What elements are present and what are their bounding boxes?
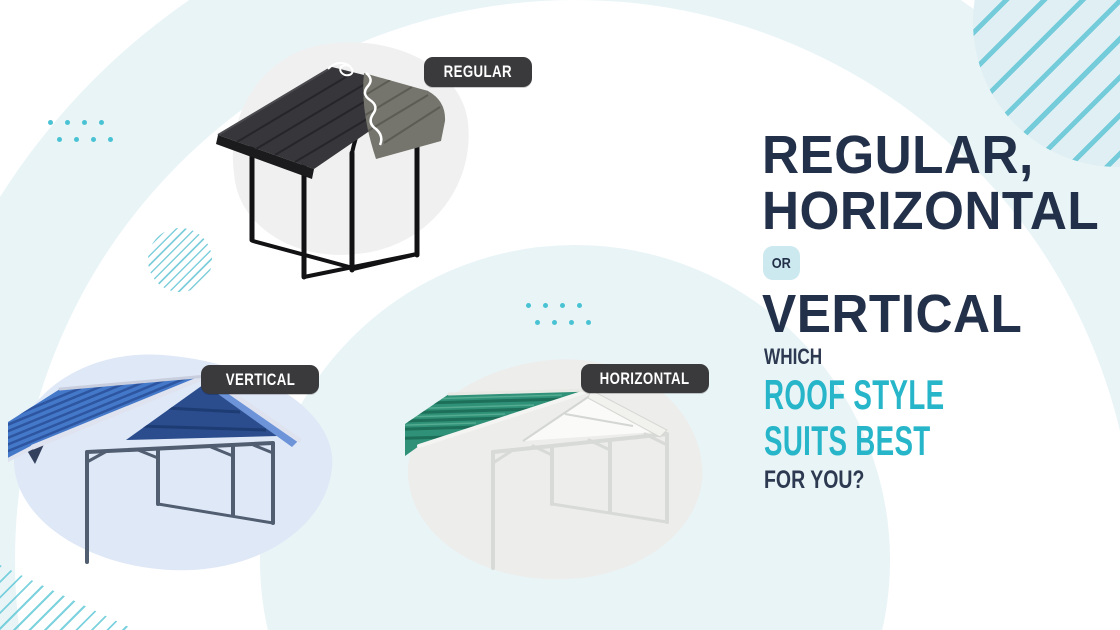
vertical-style-badge: VERTICAL — [201, 365, 319, 394]
question-lead-text: WHICH — [764, 344, 823, 369]
horizontal-style-badge-label: HORIZONTAL — [600, 368, 690, 388]
horizontal-style-badge: HORIZONTAL — [581, 364, 709, 393]
top-right-corner-blob — [973, 0, 1120, 167]
vertical-style-badge-label: VERTICAL — [225, 369, 295, 389]
regular-style-badge: REGULAR — [424, 57, 532, 87]
striped-circle-decoration — [148, 228, 212, 292]
headline-line2: HORIZONTAL — [762, 181, 1100, 241]
regular-style-badge-label: REGULAR — [443, 62, 513, 81]
question-highlight-line1: ROOF STYLE — [764, 371, 945, 418]
question-trail-text: FOR YOU? — [764, 466, 865, 494]
dots-pattern — [526, 303, 591, 325]
or-badge-label: OR — [771, 254, 792, 272]
headline-line1: REGULAR, — [762, 125, 1034, 185]
horizontal-carport-illustration — [405, 388, 669, 570]
vertical-carport-illustration — [8, 373, 302, 564]
regular-carport-illustration — [216, 62, 446, 280]
dots-pattern — [48, 120, 113, 142]
question-highlight-line2: SUITS BEST — [764, 417, 931, 464]
or-badge: OR — [763, 246, 800, 280]
headline-line3: VERTICAL — [762, 284, 1023, 344]
diagonal-stripes-decoration — [973, 0, 1120, 167]
